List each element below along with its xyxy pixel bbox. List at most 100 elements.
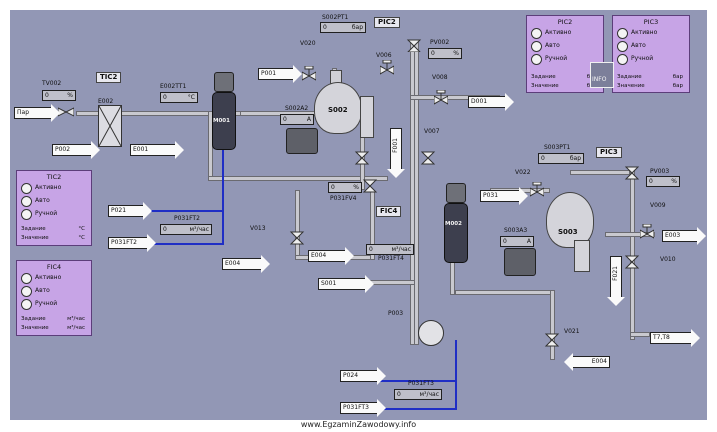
p031ft3-arrow[interactable]: P031FT3 — [340, 399, 386, 417]
e004-left-arrow[interactable]: E004 — [222, 255, 270, 273]
v021-valve-icon[interactable] — [544, 332, 560, 348]
pic3-faceplate[interactable]: PIC3 Активно Авто Ручной Задание бар Зна… — [612, 15, 690, 93]
mode-radio-active[interactable] — [21, 183, 32, 194]
readout-unit: бар — [351, 24, 363, 31]
setpoint-label: Задание — [531, 74, 556, 80]
e003-arrow[interactable]: E003 — [662, 227, 706, 245]
pv003-valve-icon[interactable] — [624, 165, 640, 181]
mode-radio-auto[interactable] — [531, 41, 542, 52]
motor-s002-icon[interactable] — [286, 128, 318, 154]
s002a2-readout[interactable]: 0 A — [280, 114, 314, 125]
setpoint-label: Задание — [617, 74, 642, 80]
e004-mid-arrow[interactable]: E004 — [308, 247, 354, 265]
pv002-readout[interactable]: 0 % — [428, 48, 462, 59]
separator-s003[interactable]: S003 — [530, 190, 610, 280]
separator-base-icon — [574, 240, 590, 272]
s002-outlet-valve-icon[interactable] — [354, 150, 370, 166]
arrow-label: P031FT2 — [111, 239, 137, 246]
v008-valve-icon[interactable] — [434, 90, 448, 106]
mode-label: Авто — [35, 287, 50, 294]
p031ft3-readout[interactable]: 0 м³/час — [394, 389, 442, 400]
f021-down-arrow[interactable]: F021 — [607, 256, 625, 306]
pv002-valve-icon[interactable] — [406, 36, 422, 52]
tic2-faceplate[interactable]: TIC2 Активно Авто Ручной Задание °C Знач… — [16, 170, 92, 246]
s003pt1-readout[interactable]: 0 бар — [538, 153, 584, 164]
process-mimic-screen: TIC2 Активно Авто Ручной Задание °C Знач… — [10, 10, 707, 420]
pv003-readout[interactable]: 0 % — [646, 176, 680, 187]
tic2-tag[interactable]: TIC2 — [96, 72, 122, 83]
pipe — [295, 190, 300, 260]
s003a3-label: S003A3 — [504, 227, 528, 234]
pump-p003-icon[interactable] — [418, 320, 444, 346]
p031ft3-label: P031FT3 — [408, 380, 434, 387]
mode-radio-manual[interactable] — [617, 54, 628, 65]
f001-down-arrow[interactable]: F001 — [387, 128, 405, 178]
mixer-m001[interactable]: M001 — [212, 72, 236, 150]
p024-arrow[interactable]: P024 — [340, 367, 386, 385]
separator-s002[interactable]: S002 — [310, 70, 390, 152]
readout-unit: % — [453, 50, 459, 57]
watermark: www.EgzaminZawodowy.info — [300, 420, 417, 429]
mode-radio-manual[interactable] — [531, 54, 542, 65]
info-icon[interactable]: INFO — [590, 62, 614, 88]
tv002-readout[interactable]: 0 % — [42, 90, 76, 101]
pipe — [605, 232, 655, 237]
v007-valve-icon[interactable] — [420, 150, 436, 166]
fic4-tag[interactable]: FIC4 — [376, 206, 402, 217]
separator-bowl-icon — [314, 82, 362, 134]
pipe — [450, 260, 455, 295]
p021-arrow[interactable]: P021 — [108, 202, 152, 220]
mode-label: Активно — [631, 29, 658, 36]
setpoint-unit: бар — [672, 74, 683, 80]
v006-valve-icon[interactable] — [380, 60, 394, 76]
fic4-faceplate[interactable]: FIC4 Активно Авто Ручной Задание м³/час … — [16, 260, 92, 336]
arrow-label: E004 — [591, 358, 607, 365]
v022-valve-icon[interactable] — [530, 182, 544, 198]
signal-line — [380, 408, 457, 410]
arrow-label: P002 — [55, 146, 71, 153]
t7t8-arrow[interactable]: T7,T8 — [650, 329, 700, 347]
setpoint-label: Задание — [21, 316, 46, 322]
p031fv4-valve-icon[interactable] — [362, 178, 378, 194]
pipe — [550, 290, 555, 360]
readout-unit: °C — [187, 94, 195, 101]
motor-s003-icon[interactable] — [504, 248, 536, 276]
s003a3-readout[interactable]: 0 A — [500, 236, 534, 247]
p031-arrow[interactable]: P031 — [480, 187, 528, 205]
p001-arrow[interactable]: P001 — [258, 65, 302, 83]
mode-radio-manual[interactable] — [21, 209, 32, 220]
heat-exchanger-e002[interactable] — [98, 105, 122, 147]
pic2-tag[interactable]: PIC2 — [374, 17, 400, 28]
readout-value: 0 — [283, 116, 287, 123]
e002tt1-readout[interactable]: 0 °C — [160, 92, 198, 103]
p002-arrow[interactable]: P002 — [52, 141, 100, 159]
v013-valve-icon[interactable] — [289, 230, 305, 246]
tv002-valve-icon[interactable] — [58, 104, 74, 120]
mode-radio-active[interactable] — [21, 273, 32, 284]
mode-radio-auto[interactable] — [21, 196, 32, 207]
signal-line — [150, 210, 224, 212]
p031ft2-arrow[interactable]: P031FT2 — [108, 234, 156, 252]
s002pt1-readout[interactable]: 0 бар — [320, 22, 366, 33]
signal-line — [380, 380, 457, 382]
readout-unit: м³/час — [419, 391, 439, 398]
v020-valve-icon[interactable] — [302, 66, 316, 82]
v009-valve-icon[interactable] — [640, 224, 654, 240]
e001-arrow[interactable]: E001 — [130, 141, 184, 159]
v010-valve-icon[interactable] — [624, 254, 640, 270]
mode-radio-auto[interactable] — [617, 41, 628, 52]
s001-arrow[interactable]: S001 — [318, 275, 374, 293]
mode-radio-auto[interactable] — [21, 286, 32, 297]
d001-arrow[interactable]: D001 — [468, 93, 514, 111]
p031fv4-readout[interactable]: 0 % — [328, 182, 362, 193]
p031ft4-readout[interactable]: 0 м³/час — [366, 244, 414, 255]
e004-right-arrow[interactable]: E004 — [564, 353, 610, 371]
pipe — [630, 332, 650, 337]
mixer-m002[interactable]: M002 — [444, 183, 468, 263]
mode-radio-active[interactable] — [531, 28, 542, 39]
mode-radio-active[interactable] — [617, 28, 628, 39]
steam-inlet-arrow[interactable]: Пар — [14, 104, 60, 122]
p031ft2-readout[interactable]: 0 м³/час — [160, 224, 212, 235]
mode-radio-manual[interactable] — [21, 299, 32, 310]
pic3-tag[interactable]: PIC3 — [596, 147, 622, 158]
